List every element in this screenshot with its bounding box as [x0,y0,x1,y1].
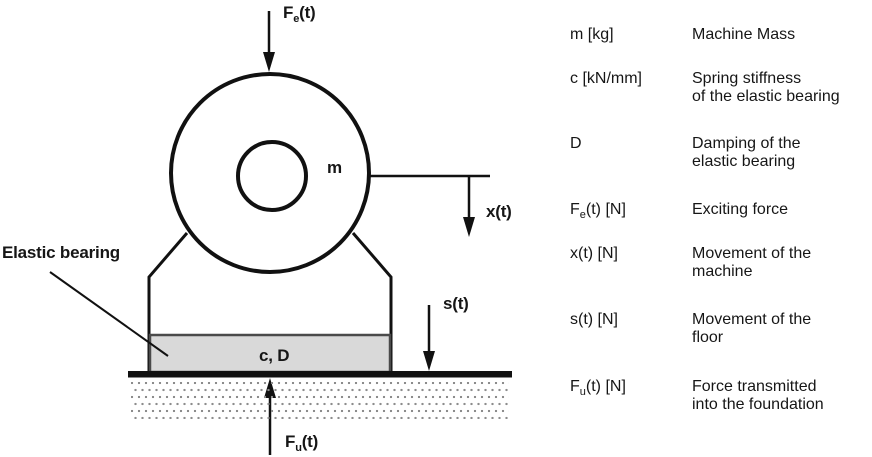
symbol-legend: m [kg] Machine Mass c [kN/mm] Spring sti… [570,0,870,457]
legend-symbol: D [570,135,582,152]
floor-movement-label: s(t) [443,294,469,313]
mass-label: m [327,158,342,177]
foundation-hatch [131,382,509,419]
elastic-bearing-label: Elastic bearing [2,243,120,262]
legend-description: Machine Mass [692,26,796,43]
legend-symbol: Fu(t) [N] [570,378,626,398]
exciting-force-arrowhead-icon [263,52,275,72]
machine-inner-circle [236,140,308,212]
floor-movement-arrowhead-icon [423,351,435,371]
floor-line [128,371,512,378]
legend-symbol: c [kN/mm] [570,70,642,87]
legend-symbol: Fe(t) [N] [570,201,626,221]
machine-movement-arrowhead-icon [463,217,475,237]
machine-movement-label: x(t) [486,202,512,221]
legend-description: Exciting force [692,201,789,218]
legend-symbol: m [kg] [570,26,614,43]
legend-symbol: s(t) [N] [570,311,618,328]
exciting-force-label: Fe(t) [283,3,316,25]
foundation-force-label: Fu(t) [285,432,319,454]
elastic-bearing-leader-line [49,271,169,357]
bearing-params-label: c, D [259,346,290,365]
legend-symbol: x(t) [N] [570,245,618,262]
elastic-bearing-block [148,333,392,374]
